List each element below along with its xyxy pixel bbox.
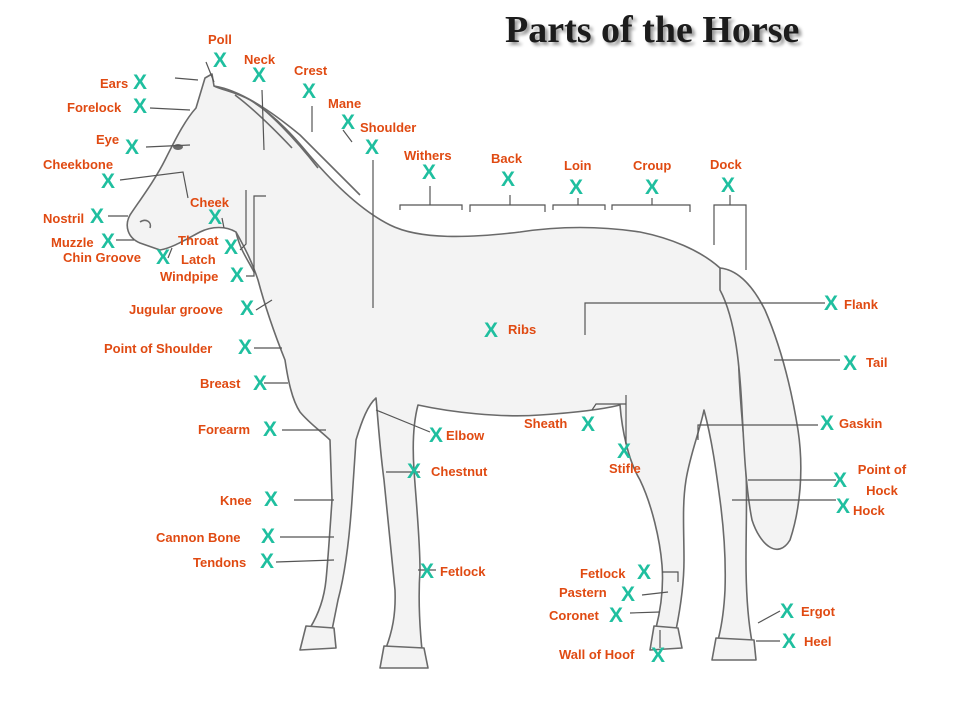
- marker-croup[interactable]: X: [645, 176, 660, 199]
- label-loin: Loin: [564, 158, 592, 173]
- label-back: Back: [491, 151, 523, 166]
- label-wall-of-hoof: Wall of Hoof: [559, 647, 635, 662]
- marker-elbow[interactable]: X: [429, 424, 444, 447]
- marker-point-of-shoulder[interactable]: X: [238, 336, 253, 359]
- label-point-of-hock-line2: Hock: [866, 483, 898, 498]
- marker-hock[interactable]: X: [836, 495, 851, 518]
- marker-muzzle[interactable]: X: [101, 230, 116, 253]
- marker-nostril[interactable]: X: [90, 205, 105, 228]
- marker-forearm[interactable]: X: [263, 418, 278, 441]
- marker-fetlock-front[interactable]: X: [420, 560, 435, 583]
- marker-throat-latch[interactable]: X: [224, 236, 239, 259]
- marker-cheek[interactable]: X: [208, 206, 223, 229]
- label-neck: Neck: [244, 52, 276, 67]
- label-breast: Breast: [200, 376, 241, 391]
- marker-ergot[interactable]: X: [780, 600, 795, 623]
- marker-gaskin[interactable]: X: [820, 412, 835, 435]
- marker-cannon-bone[interactable]: X: [261, 525, 276, 548]
- marker-back[interactable]: X: [501, 168, 516, 191]
- marker-sheath[interactable]: X: [581, 413, 596, 436]
- label-hock: Hock: [853, 503, 885, 518]
- label-ears: Ears: [100, 76, 129, 91]
- label-crest: Crest: [294, 63, 328, 78]
- marker-forelock[interactable]: X: [133, 95, 148, 118]
- marker-withers[interactable]: X: [422, 161, 437, 184]
- label-heel: Heel: [804, 634, 832, 649]
- marker-fetlock-hind[interactable]: X: [637, 561, 652, 584]
- marker-dock[interactable]: X: [721, 174, 736, 197]
- label-knee: Knee: [220, 493, 252, 508]
- pointer-lines: [108, 61, 840, 648]
- label-jugular-groove: Jugular groove: [129, 302, 223, 317]
- horse-silhouette: [126, 73, 802, 669]
- label-cheekbone: Cheekbone: [43, 157, 114, 172]
- label-point-of-shoulder: Point of Shoulder: [104, 341, 213, 356]
- page-title: Parts of the Horse: [505, 9, 800, 51]
- marker-windpipe[interactable]: X: [230, 264, 245, 287]
- marker-coronet[interactable]: X: [609, 604, 624, 627]
- marker-shoulder[interactable]: X: [365, 136, 380, 159]
- label-dock: Dock: [710, 157, 742, 172]
- marker-jugular-groove[interactable]: X: [240, 297, 255, 320]
- marker-mane[interactable]: X: [341, 111, 356, 134]
- label-chin-groove: Chin Groove: [63, 250, 142, 265]
- label-fetlock-hind: Fetlock: [580, 566, 626, 581]
- label-chestnut: Chestnut: [431, 464, 488, 479]
- label-forearm: Forearm: [198, 422, 251, 437]
- label-gaskin: Gaskin: [839, 416, 883, 431]
- label-ergot: Ergot: [801, 604, 835, 619]
- label-poll: Poll: [208, 32, 232, 47]
- marker-heel[interactable]: X: [782, 630, 797, 653]
- marker-stifle[interactable]: X: [617, 440, 632, 463]
- label-muzzle: Muzzle: [51, 235, 94, 250]
- label-fetlock-front: Fetlock: [440, 564, 486, 579]
- marker-loin[interactable]: X: [569, 176, 584, 199]
- marker-point-of-hock[interactable]: X: [833, 469, 848, 492]
- label-shoulder: Shoulder: [360, 120, 417, 135]
- marker-eye[interactable]: X: [125, 136, 140, 159]
- label-tail: Tail: [866, 355, 888, 370]
- marker-wall-of-hoof[interactable]: X: [651, 644, 666, 667]
- label-sheath: Sheath: [524, 416, 568, 431]
- marker-ribs[interactable]: X: [484, 319, 499, 342]
- marker-pastern[interactable]: X: [621, 583, 636, 606]
- marker-cheekbone[interactable]: X: [101, 170, 116, 193]
- label-elbow: Elbow: [446, 428, 485, 443]
- label-latch: Latch: [181, 252, 216, 267]
- label-stifle: Stifle: [609, 461, 641, 476]
- label-point-of-hock-line1: Point of: [857, 462, 907, 477]
- marker-ears[interactable]: X: [133, 71, 148, 94]
- marker-chin-groove[interactable]: X: [156, 246, 171, 269]
- label-windpipe: Windpipe: [160, 269, 219, 284]
- label-tendons: Tendons: [193, 555, 247, 570]
- label-throat: Throat: [178, 233, 219, 248]
- label-withers: Withers: [404, 148, 452, 163]
- marker-crest[interactable]: X: [302, 80, 317, 103]
- label-ribs: Ribs: [508, 322, 537, 337]
- marker-flank[interactable]: X: [824, 292, 839, 315]
- marker-breast[interactable]: X: [253, 372, 268, 395]
- label-mane: Mane: [328, 96, 362, 111]
- marker-chestnut[interactable]: X: [407, 460, 422, 483]
- marker-tendons[interactable]: X: [260, 550, 275, 573]
- marker-poll[interactable]: X: [213, 49, 228, 72]
- marker-tail[interactable]: X: [843, 352, 858, 375]
- label-flank: Flank: [844, 297, 878, 312]
- marker-neck[interactable]: X: [252, 64, 267, 87]
- label-coronet: Coronet: [549, 608, 599, 623]
- label-pastern: Pastern: [559, 585, 607, 600]
- label-nostril: Nostril: [43, 211, 85, 226]
- label-cheek: Cheek: [190, 195, 230, 210]
- label-eye: Eye: [96, 132, 120, 147]
- label-croup: Croup: [633, 158, 672, 173]
- marker-knee[interactable]: X: [264, 488, 279, 511]
- label-forelock: Forelock: [67, 100, 122, 115]
- label-cannon-bone: Cannon Bone: [156, 530, 241, 545]
